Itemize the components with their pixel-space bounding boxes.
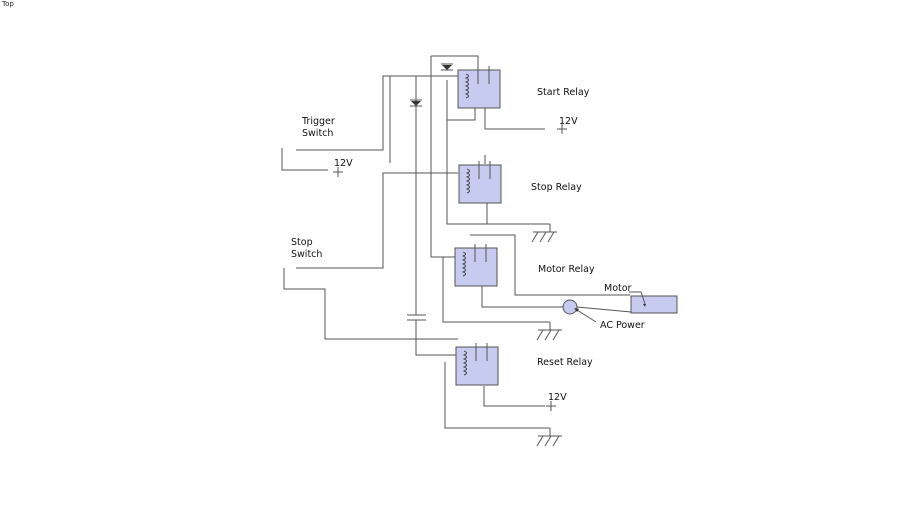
v12-label-reset: 12V [548, 392, 567, 403]
capacitor-to-reset-wire [415, 320, 458, 356]
trigger-switch-label-line2: Switch [302, 128, 333, 139]
trigger-switch-wire [296, 75, 458, 151]
reset-relay-12v-wire [483, 386, 545, 407]
motor-relay [454, 244, 498, 287]
v12-label-trigger: 12V [334, 158, 353, 169]
start-relay-bottom-wire [447, 108, 476, 121]
ac-power-source [562, 299, 597, 323]
stop-relay [458, 161, 502, 204]
ac-power-wire [481, 286, 563, 308]
start-top-wire [431, 55, 479, 70]
reset-relay [455, 343, 499, 386]
reset-relay-label: Reset Relay [537, 357, 593, 368]
start-relay [457, 66, 501, 109]
ac-power-label: AC Power [600, 320, 645, 331]
motor-component [629, 291, 678, 314]
stop-switch-label-line1: Stop [291, 237, 313, 248]
trigger-switch-ground [281, 148, 328, 171]
ground-symbol-reset [536, 428, 562, 447]
v12-terminal-reset [546, 401, 556, 411]
capacitor [407, 314, 426, 321]
reset-relay-ground-wire [444, 362, 550, 429]
diode-start [441, 63, 453, 71]
labels: Start Relay Stop Relay Motor Relay Reset… [291, 87, 645, 403]
start-relay-label: Start Relay [537, 87, 590, 98]
ac-to-motor-wire [576, 306, 632, 313]
stop-switch-wire [296, 172, 458, 269]
motor-label: Motor [604, 283, 632, 294]
stop-switch-label-line2: Switch [291, 249, 322, 260]
wiring [281, 55, 632, 429]
trigger-switch-label-line1: Trigger [301, 116, 335, 127]
stop-relay-label: Stop Relay [531, 182, 582, 193]
motor-line-wire [470, 234, 630, 296]
ground-symbol-motor [536, 322, 562, 341]
start-relay-12v-wire [484, 108, 545, 130]
v12-terminal-trigger [333, 167, 343, 177]
motor-relay-label: Motor Relay [538, 264, 595, 275]
ground-symbol-stop [531, 224, 557, 243]
v12-terminal-start [557, 124, 567, 134]
stop-switch-return-wire [283, 268, 458, 340]
diode-bus [410, 99, 422, 107]
start-to-stop-ground-wire [446, 80, 550, 225]
start-to-motor-bus [430, 56, 458, 258]
motor-relay-ground-wire [442, 257, 550, 323]
v12-label-start: 12V [559, 116, 578, 127]
viewport-label: Top [2, 0, 14, 8]
